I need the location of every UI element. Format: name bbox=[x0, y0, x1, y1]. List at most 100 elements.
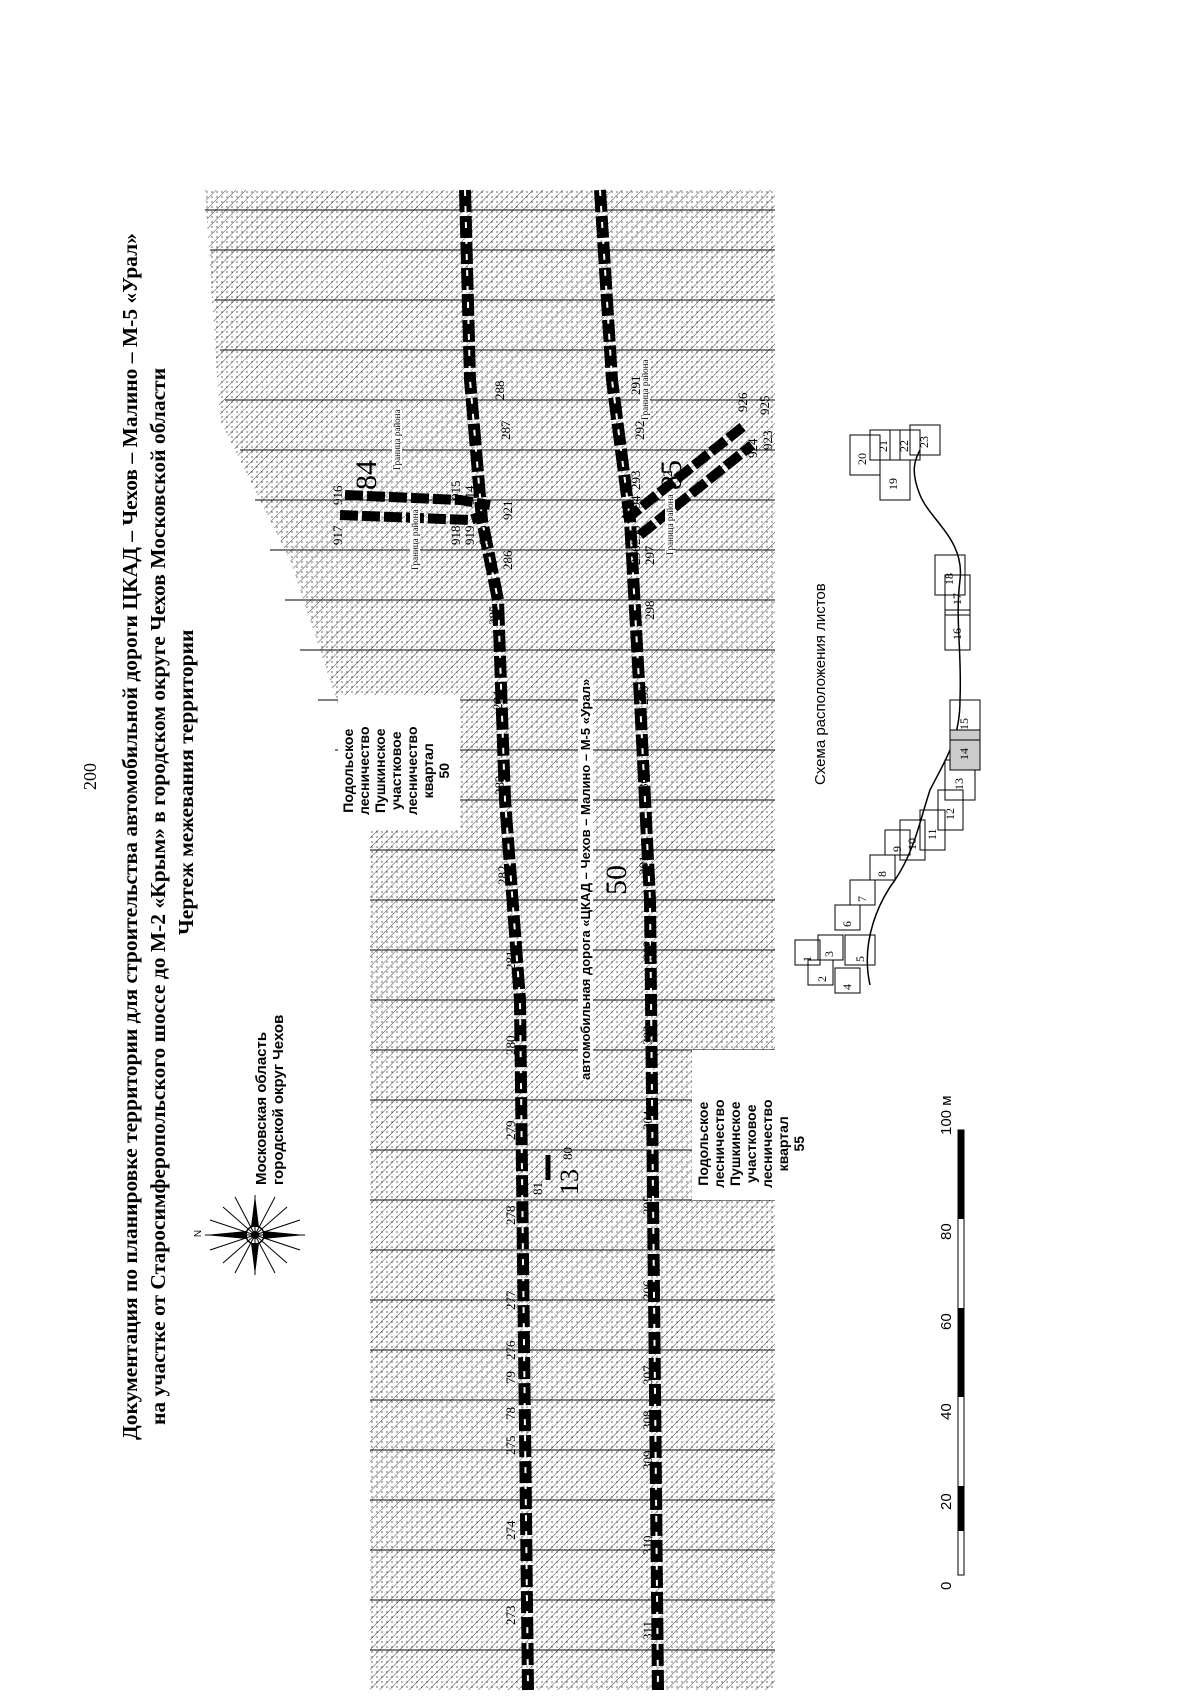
point-label: 275 bbox=[503, 1435, 518, 1456]
sheet-number: 14 bbox=[957, 748, 971, 760]
sheet-number: 8 bbox=[875, 871, 889, 877]
point-label: 311 bbox=[640, 1620, 655, 1640]
sheet-number: 7 bbox=[855, 896, 869, 902]
road-upper bbox=[459, 189, 534, 1691]
sheet-number: 12 bbox=[943, 808, 957, 820]
point-label: 274 bbox=[503, 1520, 518, 1541]
point-label: 920 bbox=[476, 525, 491, 546]
sheet-number: 19 bbox=[886, 478, 900, 490]
road-lower bbox=[594, 189, 664, 1691]
point-label: 296 bbox=[628, 545, 643, 566]
point-label: 278 bbox=[503, 1205, 518, 1226]
scale-tick: 20 bbox=[938, 1493, 955, 1510]
scale-tick: 80 bbox=[938, 1223, 955, 1240]
sheet-number: 15 bbox=[957, 718, 971, 730]
point-label: 293 bbox=[628, 470, 643, 491]
boundary-label: Граница района bbox=[665, 494, 675, 555]
sheet-number: 23 bbox=[917, 436, 931, 448]
sheet-number: 9 bbox=[890, 846, 904, 852]
point-label: 916 bbox=[330, 485, 345, 506]
point-label: 276 bbox=[503, 1340, 518, 1361]
sheet-number: 4 bbox=[840, 984, 854, 990]
sheet-number: 13 bbox=[952, 778, 966, 790]
point-label: 286 bbox=[500, 550, 515, 571]
compass-rose-icon bbox=[205, 1195, 305, 1275]
point-label: 295 bbox=[628, 525, 643, 546]
sheet-scheme bbox=[794, 424, 981, 994]
point-label: 280 bbox=[503, 1035, 518, 1056]
scale-tick: 60 bbox=[938, 1313, 955, 1330]
forestry-box-top bbox=[338, 695, 460, 830]
point-label: 305 bbox=[640, 1195, 655, 1216]
point-label: 281 bbox=[503, 950, 518, 971]
point-label: 78 bbox=[503, 1407, 518, 1420]
point-label: 285 bbox=[486, 605, 501, 626]
sheet-number: 10 bbox=[905, 838, 919, 850]
point-label: 310 bbox=[640, 1535, 655, 1556]
region-label: Московская область городской округ Чехов bbox=[253, 1014, 287, 1185]
point-label: 914 bbox=[462, 485, 477, 506]
point-label: 921 bbox=[500, 500, 515, 521]
quarter-84: 84 bbox=[350, 460, 383, 490]
point-label: 303 bbox=[640, 1025, 655, 1046]
sheet-number: 5 bbox=[853, 956, 867, 962]
quarter-50: 50 bbox=[600, 865, 633, 895]
sheet-number: 16 bbox=[950, 628, 964, 640]
forestry-box-bottom bbox=[692, 1050, 817, 1200]
point-label: 302 bbox=[640, 940, 655, 961]
forestry-label-top: Подольское лесничество Пушкинское участк… bbox=[340, 726, 452, 815]
point-label: 306 bbox=[640, 1280, 655, 1301]
sheet-number: 1 bbox=[800, 956, 814, 962]
quarter-13: 13 bbox=[555, 1169, 584, 1195]
point-label: 917 bbox=[330, 525, 345, 546]
sheet-number: 3 bbox=[822, 951, 836, 957]
quarter-85: 85 bbox=[655, 460, 688, 490]
point-label: 282 bbox=[495, 865, 510, 886]
point-label: 925 bbox=[757, 395, 772, 416]
point-label: 309 bbox=[640, 1450, 655, 1471]
branch-84 bbox=[339, 490, 491, 526]
point-label: 277 bbox=[503, 1290, 518, 1311]
sheet-number: 20 bbox=[855, 453, 869, 465]
point-label: 308 bbox=[640, 1410, 655, 1431]
sheet-number: 2 bbox=[815, 976, 829, 982]
forest-area bbox=[205, 190, 775, 1690]
scale-tick: 40 bbox=[938, 1403, 955, 1420]
point-label: 284 bbox=[490, 690, 505, 711]
point-label: 923 bbox=[760, 430, 775, 451]
point-label: 279 bbox=[503, 1120, 518, 1141]
point-label: 307 bbox=[640, 1365, 655, 1386]
sheet-number: 6 bbox=[840, 921, 854, 927]
scheme-title: Схема расположения листов bbox=[812, 583, 829, 785]
point-label: 288 bbox=[492, 380, 507, 401]
scale-tick: 0 bbox=[938, 1581, 955, 1590]
boundary-label: Граница района bbox=[640, 359, 650, 420]
point-label: 926 bbox=[735, 392, 750, 413]
boundary-label: Граница района bbox=[410, 509, 420, 570]
sheet-number: 21 bbox=[876, 440, 890, 452]
point-label: 297 bbox=[642, 545, 657, 566]
point-label: 300 bbox=[636, 770, 651, 791]
point-label: 294 bbox=[628, 495, 643, 516]
point-label: 80 bbox=[560, 1147, 575, 1160]
boundary-label: Граница района bbox=[392, 409, 402, 470]
branch-85 bbox=[621, 421, 756, 539]
point-label: 299 bbox=[636, 685, 651, 706]
compass-n: N bbox=[193, 1229, 205, 1238]
scale-tick: 100 м bbox=[938, 1095, 955, 1135]
point-label: 273 bbox=[503, 1605, 518, 1626]
scale-bar bbox=[957, 1129, 965, 1576]
point-label: 287 bbox=[498, 420, 513, 441]
point-label: 298 bbox=[642, 600, 657, 621]
point-label: 292 bbox=[632, 420, 647, 441]
point-label: 301 bbox=[636, 855, 651, 876]
point-label: 81 bbox=[530, 1182, 545, 1195]
point-label: 79 bbox=[503, 1371, 518, 1384]
sheet-number: 18 bbox=[942, 573, 956, 585]
sheet-number: 17 bbox=[950, 593, 964, 605]
forestry-label-bottom: Подольское лесничество Пушкинское участк… bbox=[695, 1099, 807, 1188]
sheet-number: 11 bbox=[925, 828, 939, 840]
point-label: 283 bbox=[492, 775, 507, 796]
sheet-number: 22 bbox=[897, 440, 911, 452]
